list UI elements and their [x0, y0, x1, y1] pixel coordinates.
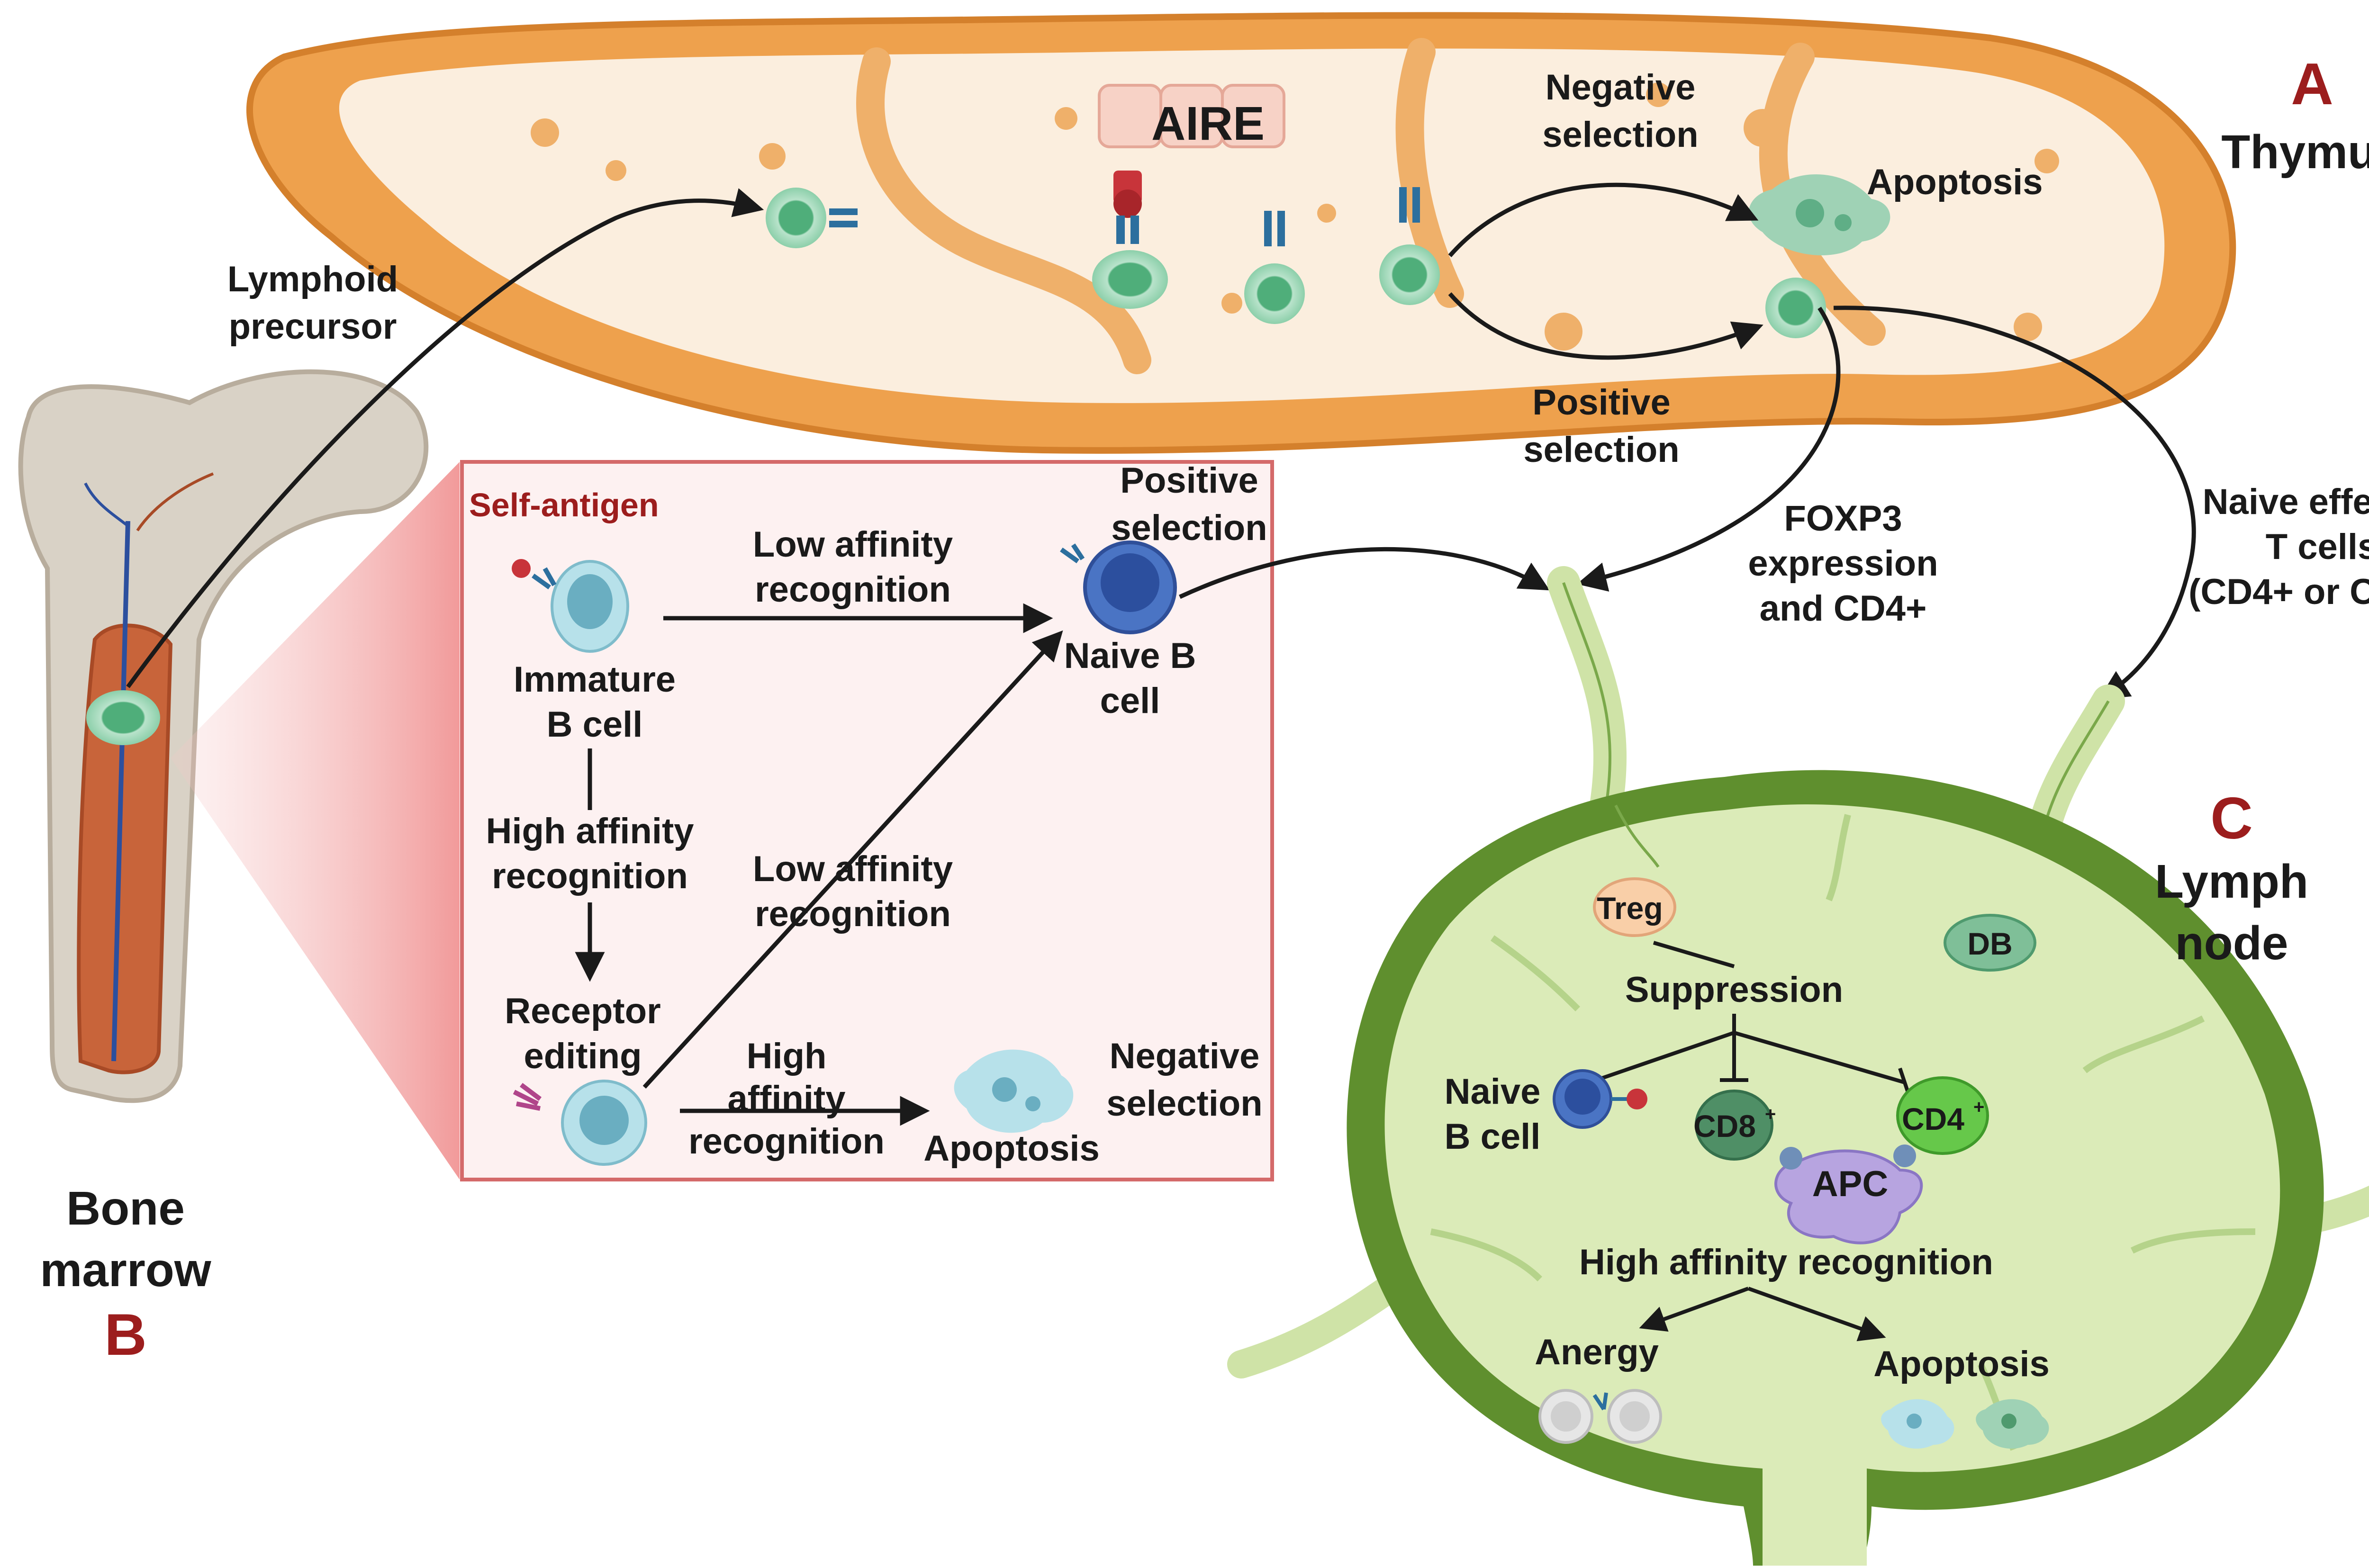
high-affinity-2-line1: High	[747, 1036, 827, 1076]
low-affinity-1-line2: recognition	[755, 569, 951, 610]
thymus-spots	[531, 82, 2059, 351]
node-apoptosis-label: Apoptosis	[1873, 1344, 2050, 1384]
cd8-label: CD8	[1693, 1108, 1756, 1144]
positive-selection-label-line2: selection	[1523, 430, 1679, 470]
foxp3-line3: and CD4+	[1760, 588, 1927, 629]
db-cell	[1944, 914, 2036, 972]
foxp3-line1: FOXP3	[1784, 498, 1902, 539]
anergic-cells-icon	[1538, 1389, 1662, 1444]
b-cell-apoptosis-icon	[954, 1049, 1074, 1133]
thymus-septum	[856, 47, 1151, 374]
box-negative-selection-line2: selection	[1106, 1083, 1262, 1124]
treg-label: Treg	[1597, 891, 1663, 926]
low-affinity-2-arrow	[642, 630, 1063, 1089]
receptor-editing-line1: Receptor	[505, 991, 660, 1031]
low-affinity-2-line1: Low affinity	[753, 849, 953, 889]
naive-b-line2: cell	[1100, 681, 1160, 721]
aire-label: AIRE	[1151, 97, 1265, 150]
apoptosis-arrow	[1747, 1287, 1886, 1342]
cd8-sup: +	[1765, 1104, 1776, 1125]
apc-label: APC	[1812, 1164, 1888, 1204]
naive-b-cell	[1060, 541, 1177, 634]
panel-b-name-line1: Bone	[66, 1182, 185, 1235]
positive-selection-label-line1: Positive	[1532, 382, 1670, 423]
treg-cell	[1593, 877, 1676, 937]
treg-to-node-arrow	[1576, 306, 1841, 592]
high-affinity-1-line2: recognition	[492, 856, 688, 896]
high-affinity-1-line1: High affinity	[486, 811, 694, 851]
lymph-node	[1227, 566, 2369, 1566]
cd4-sup: +	[1973, 1097, 1984, 1117]
box-negative-selection-line1: Negative	[1110, 1036, 1260, 1076]
negative-selection-arrow	[1448, 182, 1759, 257]
bone-marrow-precursor-cell	[86, 690, 160, 745]
panel-c-name-line1: Lymph	[2155, 855, 2308, 908]
cd8-t-cell	[1695, 1090, 1773, 1161]
panel-b-name-line2: marrow	[40, 1244, 211, 1297]
lymphoid-precursor-line1: Lymphoid	[227, 259, 398, 299]
panel-c-letter: C	[2210, 786, 2253, 851]
naive-b-to-node-arrow	[1179, 547, 1550, 599]
cd4-t-cell	[1896, 1076, 1989, 1155]
panel-b-letter: B	[104, 1302, 147, 1368]
negative-selection-label-line1: Negative	[1546, 67, 1696, 108]
suppression-label: Suppression	[1625, 970, 1843, 1010]
node-naive-b-cell	[1553, 1069, 1647, 1129]
high-affinity-2-line3: recognition	[688, 1121, 885, 1162]
immature-b-cell	[512, 559, 629, 653]
thymocyte	[1379, 187, 1440, 305]
effector-to-node-arrow	[1833, 306, 2196, 700]
low-affinity-2-line2: recognition	[755, 894, 951, 934]
immature-b-line1: Immature	[514, 659, 676, 700]
node-apoptotic-cells-icon	[1881, 1399, 2049, 1449]
aire-epithelial-cells	[1098, 84, 1285, 148]
receptor-editing-line2: editing	[524, 1036, 642, 1076]
naive-effector-line3: (CD4+ or CD8+)	[2188, 572, 2369, 612]
positive-selection-arrow	[1448, 292, 1763, 360]
precursor-migration-arrow	[126, 188, 764, 688]
naive-effector-line1: Naive effector	[2203, 482, 2369, 522]
box-apoptosis-label: Apoptosis	[923, 1128, 1100, 1169]
immature-b-line2: B cell	[547, 704, 643, 745]
thymocyte	[766, 188, 858, 248]
zoom-fan	[171, 462, 460, 1180]
mhc-receptor-icon	[1113, 171, 1142, 244]
naive-b-line1: Naive B	[1064, 636, 1196, 676]
node-naive-b-line2: B cell	[1445, 1117, 1541, 1157]
self-antigen-label: Self-antigen	[469, 487, 659, 523]
bone-femur	[18, 369, 429, 1103]
self-antigen-icon	[512, 559, 531, 578]
anergy-label: Anergy	[1535, 1332, 1659, 1372]
db-label: DB	[1967, 926, 2012, 961]
thymus-medulla	[339, 48, 2165, 403]
anergy-arrow	[1639, 1287, 1749, 1332]
thymocyte-selected	[1765, 278, 1826, 338]
foxp3-line2: expression	[1748, 543, 1938, 584]
thymus-organ: AIRE	[246, 12, 2236, 454]
node-high-affinity-label: High affinity recognition	[1579, 1242, 1993, 1282]
panel-a-name: Thymus	[2221, 126, 2369, 179]
thymocyte	[1092, 250, 1168, 309]
thymus-apoptosis-label: Apoptosis	[1867, 162, 2043, 202]
apc-dendritic-cell	[1774, 1144, 1923, 1244]
treg-connector	[1653, 941, 1735, 968]
panel-a-letter: A	[2291, 52, 2333, 117]
thymocyte	[1244, 211, 1305, 324]
edited-b-cell	[513, 1080, 647, 1166]
box-positive-selection-line1: Positive	[1120, 460, 1258, 501]
low-affinity-1-line1: Low affinity	[753, 524, 953, 565]
negative-selection-label-line2: selection	[1542, 115, 1698, 155]
node-naive-b-line1: Naive	[1445, 1072, 1541, 1112]
panel-c-name-line2: node	[2175, 917, 2288, 970]
naive-effector-line2: T cells	[2266, 527, 2369, 567]
lymphoid-precursor-line2: precursor	[229, 306, 397, 347]
apoptotic-cell-icon	[1749, 174, 1890, 255]
cd4-label: CD4	[1902, 1101, 1964, 1136]
